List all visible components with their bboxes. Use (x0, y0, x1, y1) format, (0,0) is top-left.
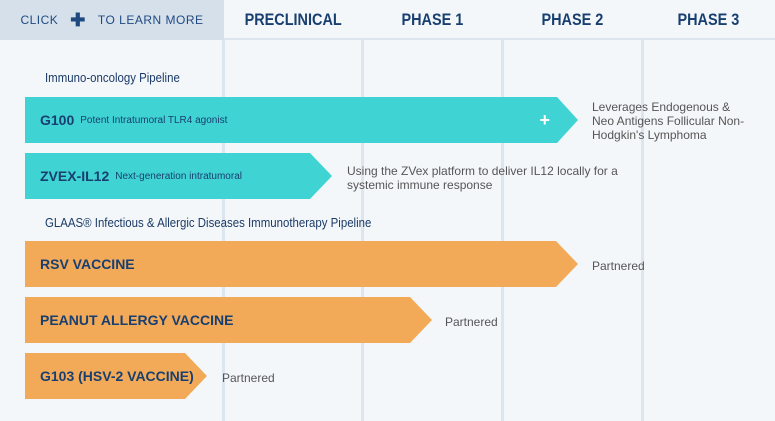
phase-2: PHASE 2 (541, 10, 603, 29)
pipeline-bar-rsv-vaccine[interactable]: RSV VACCINE (25, 241, 578, 287)
phase-preclinical: PRECLINICAL (244, 10, 342, 29)
program-note: Using the ZVex platform to deliver IL12 … (347, 164, 618, 192)
phase-1: PHASE 1 (401, 10, 463, 29)
program-name: G100 (40, 112, 75, 128)
learn-more-label: TO LEARN MORE (97, 13, 204, 27)
column-divider (361, 40, 364, 421)
program-description: Next-generation intratumoral (115, 170, 242, 182)
plus-icon: ✚ (70, 9, 86, 30)
column-divider (641, 40, 644, 421)
pipeline-bar-g103-hsv2-vaccine[interactable]: G103 (HSV-2 VACCINE) (25, 353, 207, 399)
pipeline-bar-g100[interactable]: G100 Potent Intratumoral TLR4 agonist + (25, 97, 578, 143)
pipeline-bar-zvex-il12[interactable]: ZVEX-IL12 Next-generation intratumoral (25, 153, 332, 199)
program-note: Partnered (592, 259, 645, 273)
program-note: Partnered (445, 315, 498, 329)
program-description: Potent Intratumoral TLR4 agonist (80, 114, 228, 126)
plus-icon[interactable]: + (539, 109, 550, 130)
program-name: RSV VACCINE (40, 256, 135, 272)
click-to-learn-more-header: CLICK ✚ TO LEARN MORE (0, 0, 224, 40)
program-name: PEANUT ALLERGY VACCINE (40, 312, 234, 328)
program-note: Leverages Endogenous & Neo Antigens Foll… (592, 100, 745, 142)
column-divider (501, 40, 504, 421)
phase-3: PHASE 3 (677, 10, 740, 29)
program-note: Partnered (222, 371, 275, 385)
pipeline-bar-peanut-allergy-vaccine[interactable]: PEANUT ALLERGY VACCINE (25, 297, 432, 343)
header-divider (224, 38, 775, 40)
program-name: ZVEX-IL12 (40, 168, 110, 184)
immuno-oncology-heading: Immuno-oncology Pipeline (45, 70, 180, 85)
program-name: G103 (HSV-2 VACCINE) (40, 368, 194, 384)
column-divider (222, 40, 225, 421)
click-label: CLICK (20, 13, 59, 27)
glaas-heading: GLAAS® Infectious & Allergic Diseases Im… (45, 215, 372, 230)
